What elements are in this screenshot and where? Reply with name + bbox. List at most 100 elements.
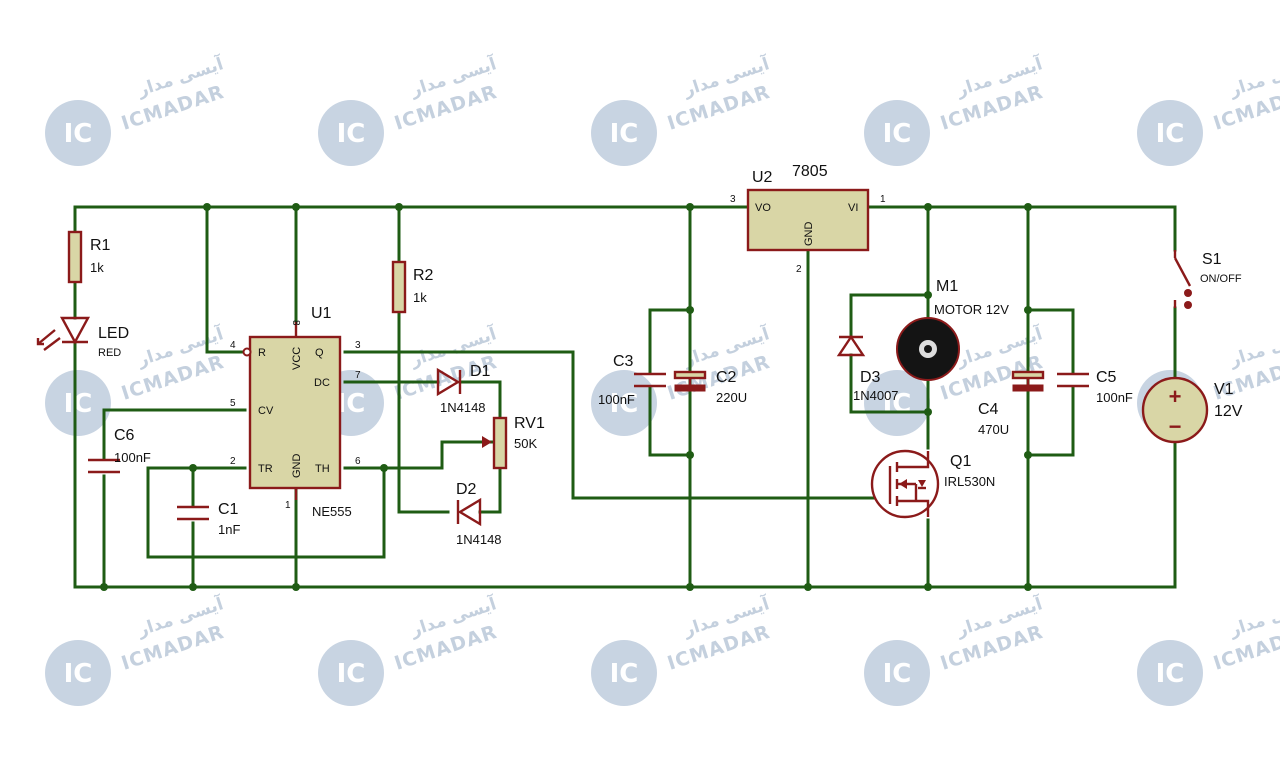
q1-ref: Q1 xyxy=(950,453,971,470)
s1-ref: S1 xyxy=(1202,251,1222,268)
u2-pinnum-3: 3 xyxy=(730,194,736,205)
c5-value: 100nF xyxy=(1096,390,1133,405)
u2-pinnum-2: 2 xyxy=(796,264,802,275)
v1-plus: + xyxy=(1169,384,1182,409)
regulator-u2-7805: U2 7805 VO VI GND 3 1 2 xyxy=(730,163,886,275)
watermark-logo-text: IC xyxy=(610,659,639,689)
c4-value: 470U xyxy=(978,422,1009,437)
m1-ref: M1 xyxy=(936,278,958,295)
v1-minus: − xyxy=(1169,414,1182,439)
d1-value: 1N4148 xyxy=(440,400,486,415)
c4-ref: C4 xyxy=(978,401,999,418)
r2-ref: R2 xyxy=(413,267,434,284)
watermark-logo-text: IC xyxy=(64,659,93,689)
u1-pin-vcc: VCC xyxy=(291,347,303,370)
u2-ref: U2 xyxy=(752,169,773,186)
u1-pinnum-7: 7 xyxy=(355,370,361,381)
u1-pinnum-2: 2 xyxy=(230,456,236,467)
watermark-logo-icon xyxy=(45,100,111,166)
watermark-logo-text: IC xyxy=(883,119,912,149)
led-ref: LED xyxy=(98,325,129,342)
u1-pin-cv: CV xyxy=(258,405,274,417)
watermark-logo-icon xyxy=(1137,100,1203,166)
capacitor-c4: C4 470U xyxy=(978,370,1045,437)
c2-value: 220U xyxy=(716,390,747,405)
v1-ref: V1 xyxy=(1214,381,1234,398)
u2-pin-vi: VI xyxy=(848,202,858,214)
watermark-logo-text: IC xyxy=(64,119,93,149)
c6-ref: C6 xyxy=(114,427,135,444)
capacitor-c2: C2 220U xyxy=(673,369,747,405)
resistor-r2: R2 1k xyxy=(391,260,434,314)
rv1-value: 50K xyxy=(514,436,537,451)
resistor-r1: R1 1k xyxy=(67,230,111,284)
c5-ref: C5 xyxy=(1096,369,1117,386)
led-value: RED xyxy=(98,347,121,359)
s1-value: ON/OFF xyxy=(1200,273,1242,285)
watermark-logo-icon xyxy=(864,640,930,706)
u1-part: NE555 xyxy=(312,504,352,519)
diode-d3: D3 1N4007 xyxy=(836,334,899,403)
watermark-logo-icon xyxy=(864,370,930,436)
c1-value: 1nF xyxy=(218,522,240,537)
motor-m1: M1 MOTOR 12V xyxy=(896,278,1009,381)
watermark-logo-icon xyxy=(318,640,384,706)
watermark-logo-text: IC xyxy=(610,119,639,149)
r1-value: 1k xyxy=(90,260,104,275)
watermark-logo-icon xyxy=(318,100,384,166)
u1-pin-gnd: GND xyxy=(291,454,303,479)
watermark-logo-text: IC xyxy=(337,659,366,689)
watermark-logo-icon xyxy=(591,640,657,706)
mosfet-q1: Q1 IRL530N xyxy=(870,449,995,519)
watermark-logo-icon xyxy=(591,100,657,166)
c3-ref: C3 xyxy=(613,353,634,370)
c6-value: 100nF xyxy=(114,450,151,465)
watermark-logo-text: IC xyxy=(337,119,366,149)
c2-ref: C2 xyxy=(716,369,737,386)
r2-value: 1k xyxy=(413,290,427,305)
d2-ref: D2 xyxy=(456,481,477,498)
u1-pin-tr: TR xyxy=(258,463,273,475)
u2-pin-vo: VO xyxy=(755,202,771,214)
d2-value: 1N4148 xyxy=(456,532,502,547)
potentiometer-rv1: RV1 50K xyxy=(482,415,545,470)
d3-value: 1N4007 xyxy=(853,388,899,403)
u1-ref: U1 xyxy=(311,305,332,322)
u1-pinnum-1: 1 xyxy=(285,500,291,511)
c3-value: 100nF xyxy=(598,392,635,407)
u2-pinnum-1: 1 xyxy=(880,194,886,205)
watermark-logo-icon xyxy=(864,100,930,166)
v1-value: 12V xyxy=(1214,403,1243,420)
c1-ref: C1 xyxy=(218,501,239,518)
u1-pinnum-8: 8 xyxy=(290,320,301,326)
capacitor-c3: C3 100nF xyxy=(598,353,666,407)
watermark-logo-text: IC xyxy=(1156,119,1185,149)
u1-pinnum-3: 3 xyxy=(355,340,361,351)
watermark-logo-text: IC xyxy=(337,389,366,419)
u1-pin-th: TH xyxy=(315,463,330,475)
m1-value: MOTOR 12V xyxy=(934,302,1009,317)
watermark-logo-text: IC xyxy=(64,389,93,419)
capacitor-c6: C6 100nF xyxy=(88,427,151,474)
u1-pin-r: R xyxy=(258,347,266,359)
u2-part: 7805 xyxy=(792,163,828,180)
watermark-logo-text: IC xyxy=(610,389,639,419)
rv1-ref: RV1 xyxy=(514,415,545,432)
led: LED RED xyxy=(36,316,129,359)
watermark-logo-text: IC xyxy=(883,659,912,689)
watermark-logo-icon xyxy=(45,640,111,706)
u1-pinnum-5: 5 xyxy=(230,398,236,409)
watermark-logo-icon xyxy=(1137,640,1203,706)
u1-pinnum-6: 6 xyxy=(355,456,361,467)
u1-pin-dc: DC xyxy=(314,377,330,389)
